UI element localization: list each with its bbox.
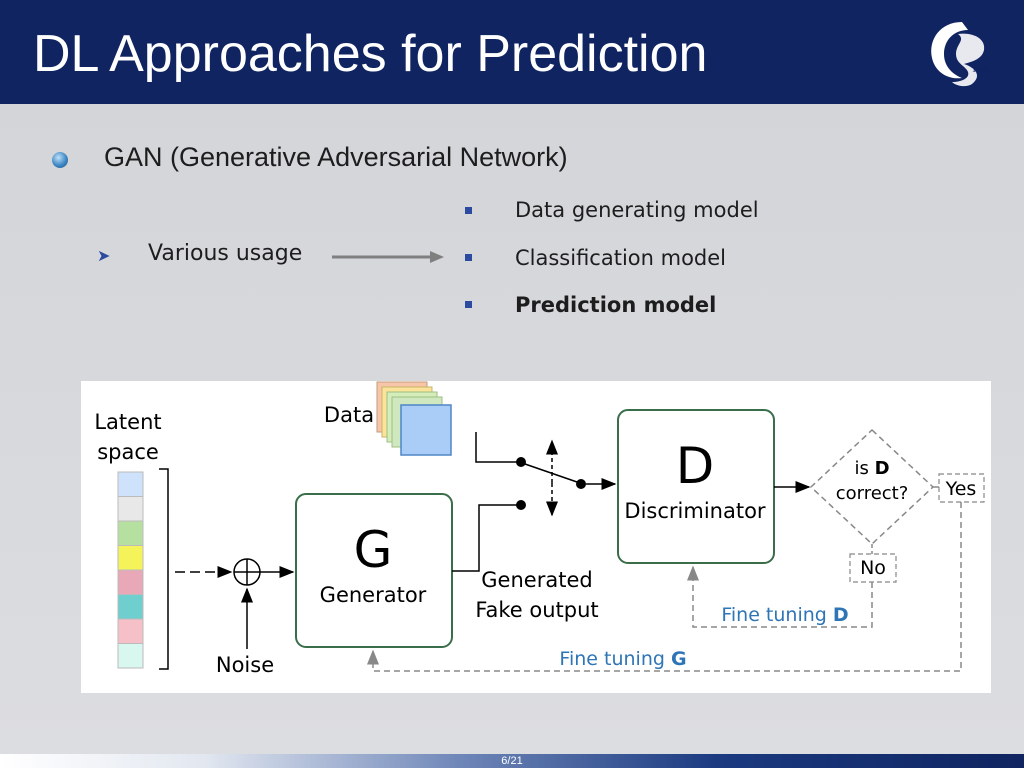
data-path	[475, 432, 517, 463]
slide-header: DL Approaches for Prediction 1398	[0, 0, 1024, 104]
gan-diagram: Latent space Noise G Generator Data	[81, 381, 991, 693]
institution-logo: 1398	[931, 22, 988, 87]
slide-footer	[0, 754, 1024, 768]
fine-tune-d-label: Fine tuning D	[721, 604, 848, 626]
noise-label: Noise	[216, 653, 274, 677]
fake-output-label: Fake output	[475, 598, 598, 622]
latent-cell	[117, 520, 144, 546]
discriminator-label: Discriminator	[624, 499, 766, 523]
no-label: No	[860, 557, 886, 579]
usage-item: Classification model	[515, 246, 727, 270]
latent-label: space	[97, 440, 159, 464]
yes-box	[938, 473, 985, 503]
decision-text: is D	[854, 458, 889, 479]
latent-cell	[117, 569, 144, 595]
page-number: 6/21	[501, 755, 523, 767]
fake-output-label: Generated	[481, 568, 592, 592]
square-bullet-icon	[465, 301, 472, 308]
switch-node-data	[516, 457, 526, 467]
generator-label: Generator	[320, 583, 427, 607]
discriminator-letter: D	[676, 437, 715, 495]
switch-node-fake	[516, 500, 526, 510]
fine-tune-d-loop	[687, 565, 873, 628]
generator-letter: G	[354, 521, 393, 579]
latent-cell	[117, 496, 144, 522]
gan-diagram-svg: Latent space Noise G Generator Data	[94, 381, 985, 677]
switch-node-out	[576, 479, 586, 489]
sub-bullet-text: Various usage	[148, 241, 303, 266]
latent-label: Latent	[94, 410, 161, 434]
square-bullet-icon	[465, 254, 472, 261]
latent-cell	[117, 618, 144, 644]
data-label: Data	[324, 403, 374, 427]
square-bullet-icon	[465, 207, 472, 214]
usage-arrow-icon	[332, 251, 444, 263]
latent-cell	[117, 545, 144, 571]
switch-lever	[524, 463, 578, 483]
fake-path	[452, 504, 517, 572]
fine-tune-g-label: Fine tuning G	[559, 648, 686, 670]
fine-tune-g-loop	[367, 502, 962, 672]
latent-cell	[117, 594, 144, 620]
slide-title: DL Approaches for Prediction	[33, 25, 708, 83]
yes-label: Yes	[945, 478, 977, 500]
svg-text:1398: 1398	[972, 65, 988, 74]
usage-item: Data generating model	[515, 198, 759, 222]
bullet-dot-icon	[52, 152, 68, 168]
data-stack-icon	[376, 381, 452, 456]
main-bullet-text: GAN (Generative Adversarial Network)	[104, 142, 568, 172]
no-box	[849, 553, 897, 583]
usage-item-highlight: Prediction model	[515, 293, 717, 317]
latent-bracket	[159, 468, 169, 670]
latent-cell	[117, 471, 144, 497]
arrow-bullet-icon: ➤	[97, 248, 111, 265]
decision-text: correct?	[836, 483, 909, 504]
latent-cell	[117, 643, 144, 669]
decision-diamond	[809, 428, 935, 546]
latent-vector	[117, 471, 144, 669]
